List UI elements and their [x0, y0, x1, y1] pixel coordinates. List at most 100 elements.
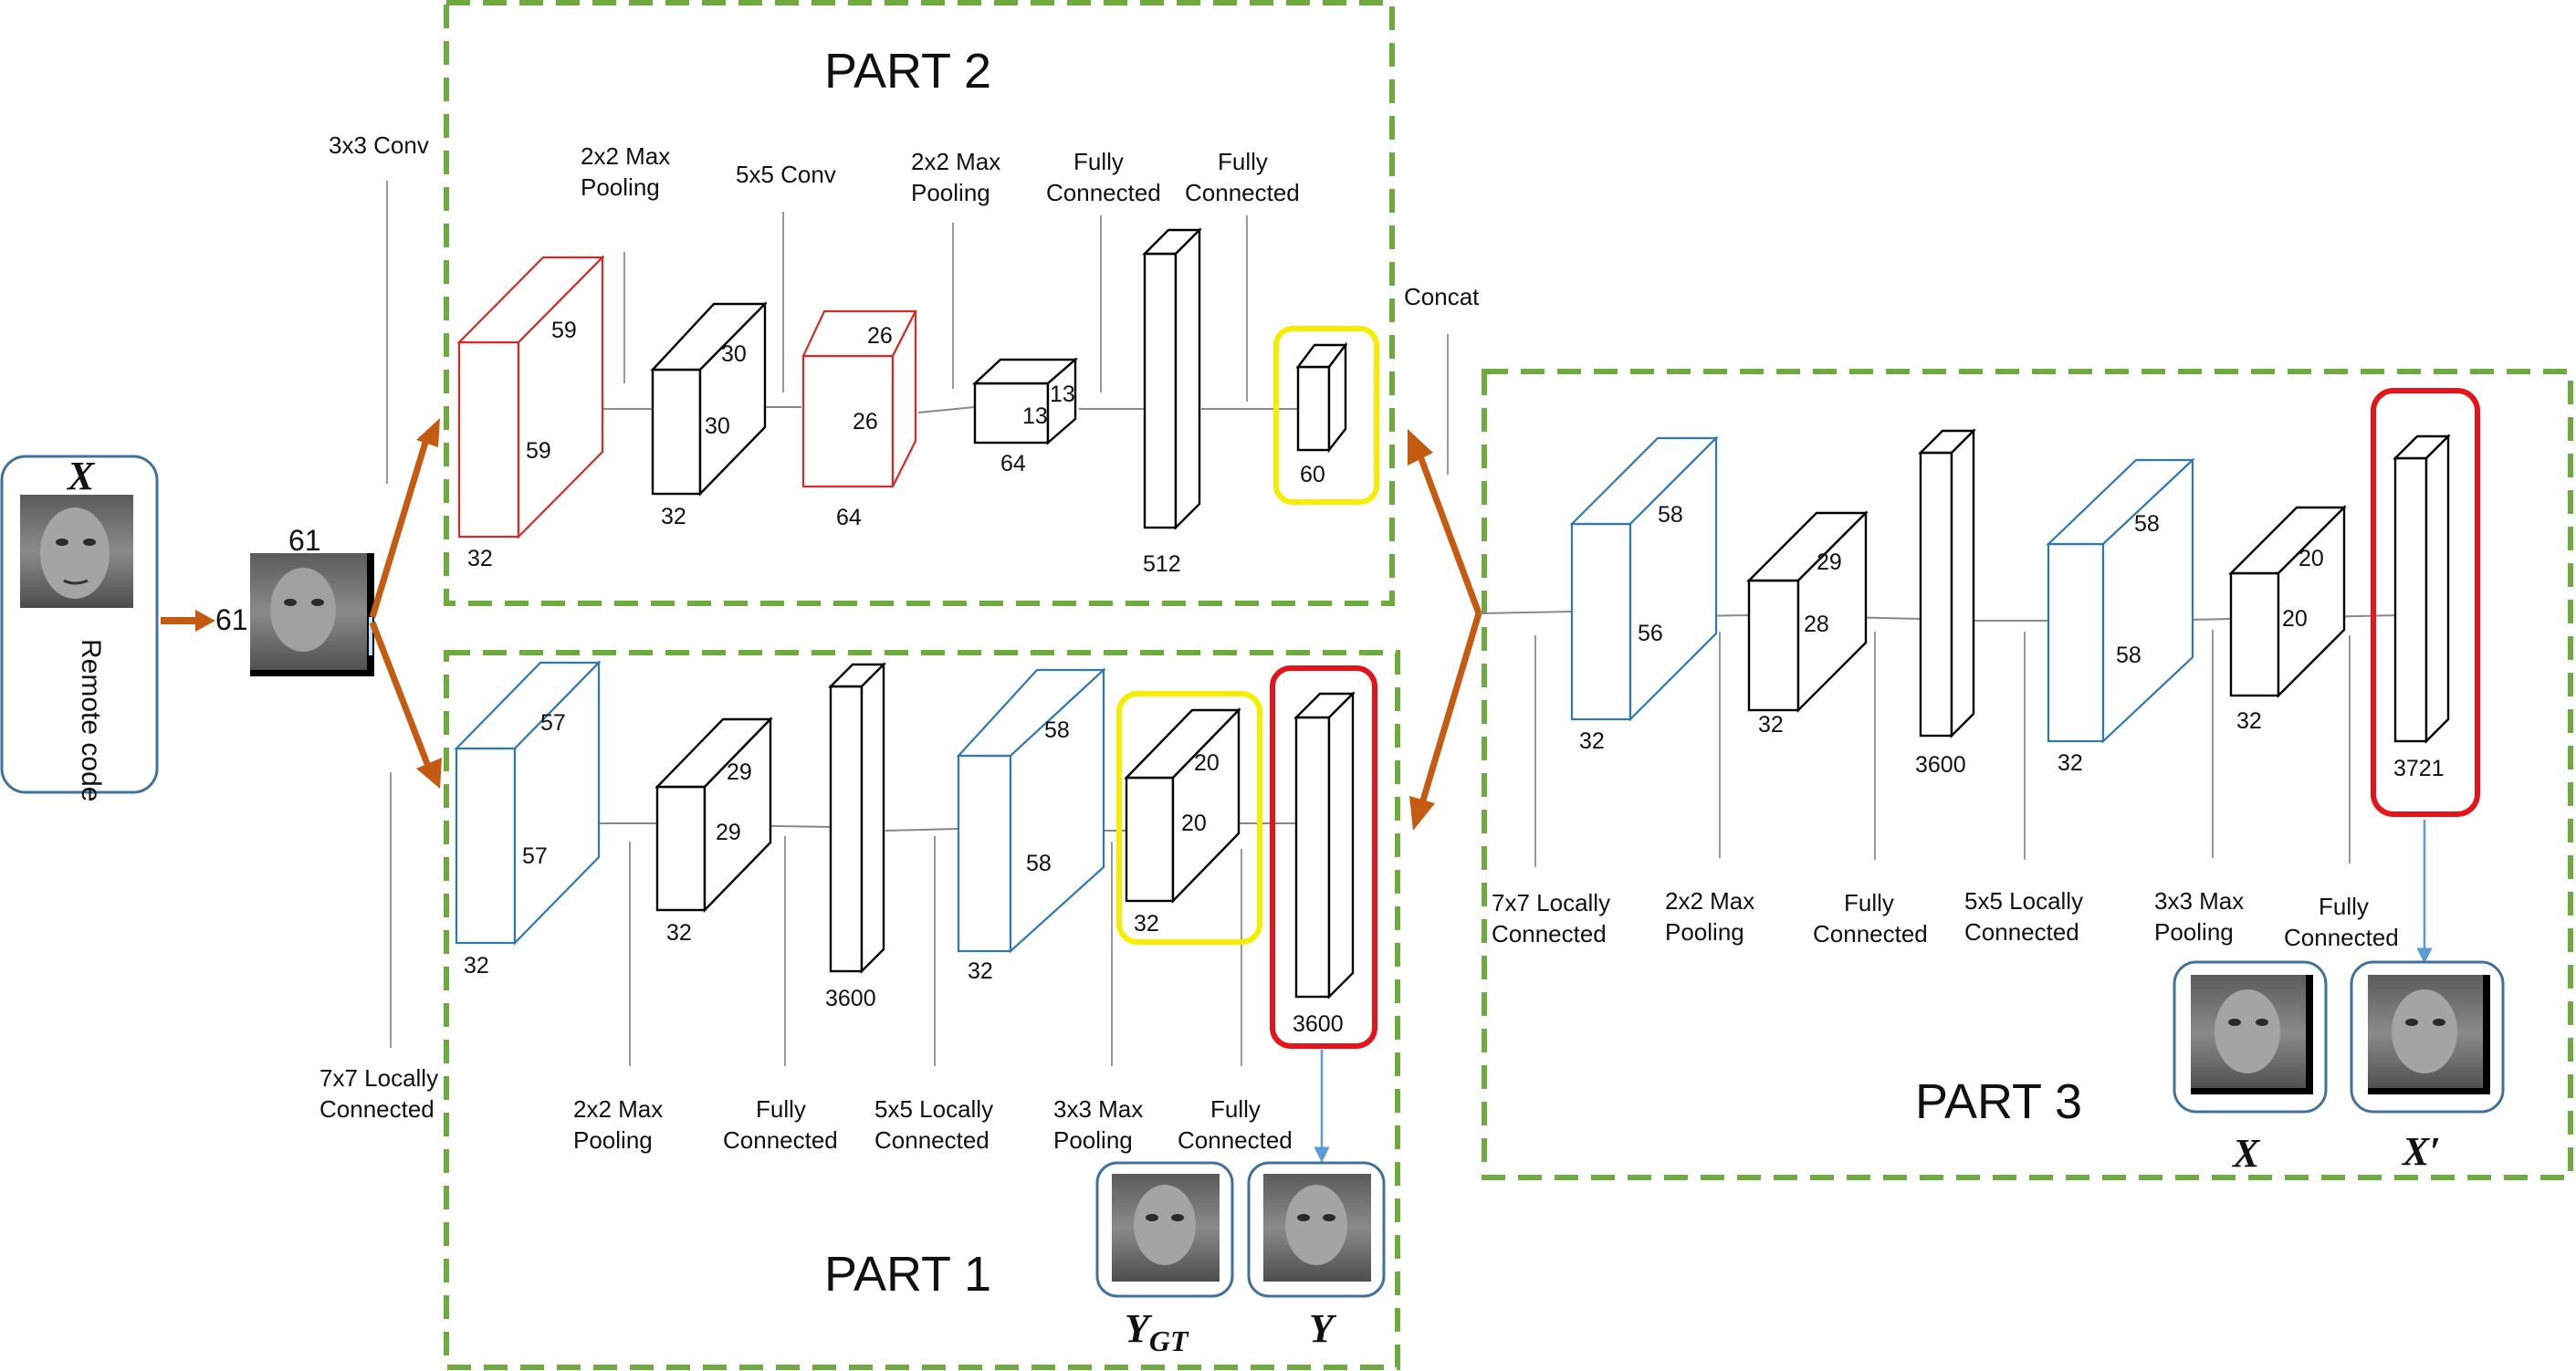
- input-face-image: [20, 495, 133, 608]
- part3-b5-h: 20: [2282, 606, 2308, 632]
- part1-label-lc7-b: Connected: [319, 1095, 435, 1123]
- part3-b4-d: 32: [2058, 750, 2083, 776]
- part1-label-fc2-b: Connected: [1178, 1126, 1293, 1154]
- part3-label-pool2-a: 3x3 Max: [2154, 887, 2244, 915]
- part3-b1-h: 56: [1638, 621, 1663, 646]
- part1-label-lc5-a: 5x5 Locally: [874, 1095, 993, 1123]
- part1-fc-3600-bar: [828, 662, 886, 974]
- part2-feature-highlight-yellow: [1273, 326, 1379, 505]
- part2-label-conv5: 5x5 Conv: [736, 161, 836, 188]
- part2-conv-volume-26: [801, 309, 917, 488]
- part3-fc-3721-bar: [2393, 434, 2451, 744]
- part2-label-pool2-a: 2x2 Max: [911, 148, 1000, 175]
- part2-conv-volume-59: [456, 255, 605, 539]
- part1-fc-3600-output-bar: [1293, 691, 1356, 999]
- ygt-main: Y: [1125, 1306, 1153, 1351]
- part1-b6: 3600: [1293, 1011, 1344, 1037]
- part3-label-lc7-b: Connected: [1492, 920, 1607, 947]
- part1-pool-volume-20: [1124, 707, 1241, 904]
- part1-title: PART 1: [824, 1247, 991, 1302]
- part1-ground-truth-image-card: [1095, 1161, 1234, 1298]
- part3-output-highlight-red: [2371, 388, 2480, 817]
- part3-b3: 3600: [1915, 752, 1966, 778]
- concat-arrow-down: [1409, 612, 1482, 831]
- part3-symbol-x: X: [2231, 1131, 2261, 1176]
- part1-b2-d: 32: [666, 920, 692, 946]
- part2-b6: 60: [1300, 462, 1325, 487]
- part2-b2-h: 30: [705, 413, 730, 439]
- concat-label: Concat: [1404, 283, 1480, 310]
- part2-pool-volume-30: [650, 301, 768, 497]
- part1-lc-volume-57: [454, 660, 602, 946]
- part1-label-fc1-b: Connected: [723, 1126, 838, 1154]
- part1-b4-h: 58: [1026, 851, 1052, 876]
- input-size-w: 61: [288, 524, 321, 557]
- input-remote-code-card: X Remote code: [0, 454, 159, 801]
- part1-label-pool1-b: Pooling: [573, 1126, 653, 1154]
- ygt-subscript: GT: [1149, 1324, 1189, 1357]
- part3-b5-d: 32: [2236, 708, 2262, 734]
- part1-label-lc7-a: 7x7 Locally: [319, 1064, 438, 1092]
- part1-b1-d: 32: [464, 953, 489, 979]
- part2-label-fc1-a: Fully: [1073, 148, 1124, 175]
- part2-b4-w: 13: [1050, 382, 1075, 407]
- remote-code-label: Remote code: [76, 639, 106, 801]
- part2-b4-h: 13: [1022, 403, 1048, 429]
- part3-label-fc2-b: Connected: [2284, 924, 2399, 951]
- part2-b1-h: 59: [526, 438, 551, 464]
- part1-b5-h: 20: [1181, 811, 1207, 836]
- part3-b5-w: 20: [2299, 546, 2324, 571]
- part2-pool-volume-13: [971, 357, 1079, 445]
- part3-b2-h: 28: [1804, 612, 1829, 637]
- part1-feature-highlight-yellow: [1116, 691, 1262, 945]
- part3-b2-d: 32: [1758, 712, 1784, 738]
- part2-region: [444, 0, 1395, 606]
- part1-label-fc2-a: Fully: [1210, 1095, 1261, 1123]
- part3-label-pool1-b: Pooling: [1665, 918, 1744, 946]
- input-size-h: 61: [215, 603, 248, 636]
- part1-symbol-ygt: YGT: [1125, 1306, 1189, 1357]
- part3-b6: 3721: [2393, 756, 2445, 781]
- part3-label-fc1-b: Connected: [1813, 920, 1928, 947]
- part3-input-image-card: [2173, 960, 2328, 1114]
- part1-symbol-y: Y: [1309, 1306, 1337, 1351]
- part2-b4-d: 64: [1000, 451, 1026, 476]
- part2-b2-d: 32: [661, 504, 686, 529]
- part2-label-pointers: [386, 181, 1248, 484]
- part3-symbol-xprime: X′: [2401, 1129, 2441, 1174]
- part1-region: [444, 650, 1400, 1370]
- part1-label-pool2-b: Pooling: [1053, 1126, 1133, 1154]
- part2-label-fc1-b: Connected: [1046, 179, 1161, 206]
- part2-label-pool1-a: 2x2 Max: [581, 142, 670, 170]
- part2-label-fc2-b: Connected: [1185, 179, 1300, 206]
- part2-fc-512-bar: [1142, 227, 1202, 530]
- part1-b1-w: 57: [540, 710, 566, 736]
- part3-pool-volume-29: [1746, 510, 1869, 713]
- part2-b3-d: 64: [836, 505, 862, 530]
- part2-b1-d: 32: [467, 546, 493, 571]
- part1-b2-h: 29: [716, 820, 741, 845]
- part3-label-lc5-b: Connected: [1964, 918, 2079, 946]
- part2-b1-w: 59: [551, 318, 577, 343]
- part3-b2-w: 29: [1817, 549, 1842, 575]
- part3-reconstruction-image-card: [2350, 960, 2505, 1114]
- part3-label-fc1-a: Fully: [1844, 889, 1894, 916]
- part1-b4-w: 58: [1044, 717, 1070, 743]
- part1-output-image-card: [1247, 1161, 1386, 1298]
- part1-label-lc5-b: Connected: [874, 1126, 990, 1154]
- part3-label-pointers: [1534, 630, 2351, 867]
- part2-b2-w: 30: [721, 341, 747, 367]
- part2-title: PART 2: [824, 44, 991, 99]
- part3-b1-d: 32: [1579, 728, 1605, 754]
- part3-title: PART 3: [1915, 1074, 2082, 1129]
- part2-connectors: [562, 406, 1298, 413]
- input-symbol-x: X: [66, 454, 96, 498]
- part3-label-pool1-a: 2x2 Max: [1665, 887, 1754, 915]
- part3-pool-volume-20: [2228, 505, 2347, 698]
- part1-b2-w: 29: [727, 759, 752, 785]
- part1-b1-h: 57: [522, 843, 548, 869]
- split-arrow-up: [369, 418, 440, 619]
- part2-b3-h: 26: [853, 409, 878, 434]
- part3-b4-w: 58: [2134, 511, 2160, 537]
